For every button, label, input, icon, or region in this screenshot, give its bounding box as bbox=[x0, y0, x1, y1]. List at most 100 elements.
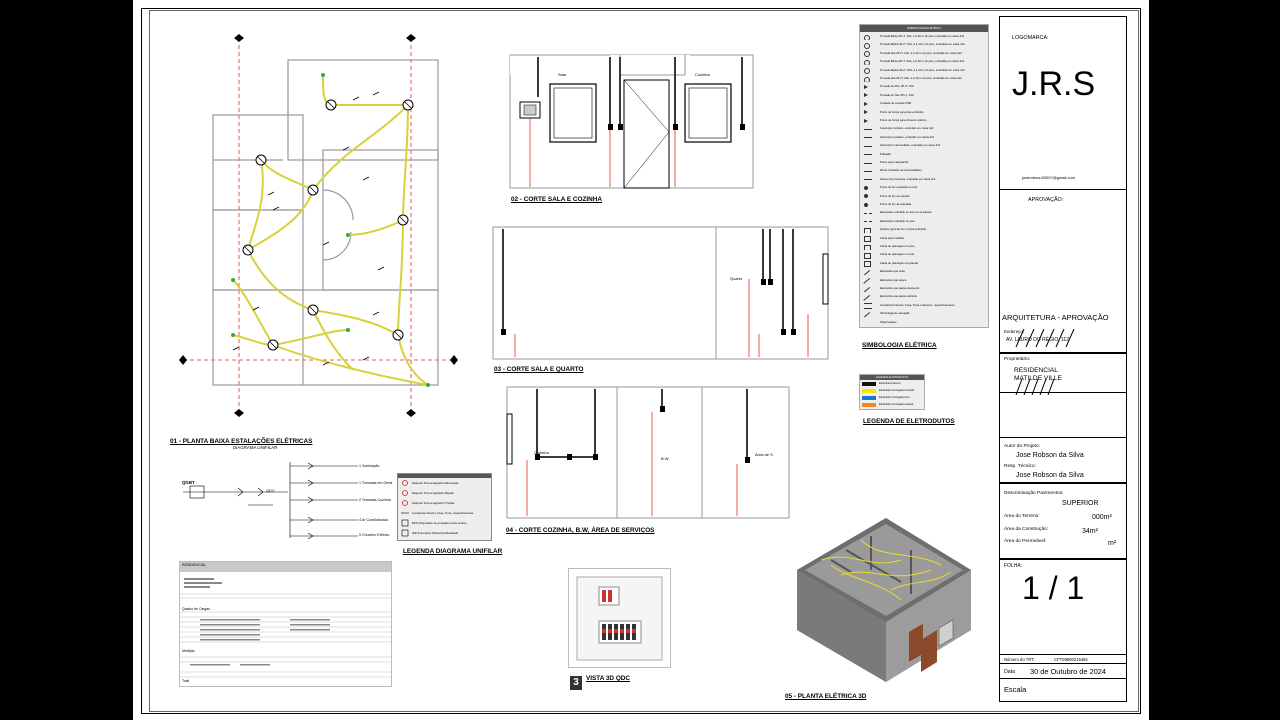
symbology-item-label: Dimer (Variador de luminosidade) bbox=[880, 168, 922, 173]
symbology-item-label: Tomada Baixa 2P+T, 10A, a 0,30 m do piso… bbox=[880, 34, 965, 38]
summary-grid bbox=[180, 578, 391, 678]
symbology-item: Eletroduto que desce bbox=[860, 277, 990, 284]
diagram-legend-item: Disjuntor Termomagnético Monopolar bbox=[412, 481, 459, 485]
symbol-icon bbox=[864, 93, 868, 98]
symbol-icon bbox=[864, 118, 868, 123]
symbol-icon bbox=[864, 101, 868, 106]
land-label: Área do Terreno: bbox=[1004, 514, 1040, 519]
symbol-icon bbox=[864, 68, 870, 74]
symbol-icon bbox=[864, 303, 872, 309]
symbology-item: Interruptor paralelo, embutido em caixa … bbox=[860, 134, 990, 141]
diagram-legend-item: Condutores Neutro, Fase, Terra, respecti… bbox=[412, 511, 474, 515]
address-label: Endereço: bbox=[1004, 329, 1025, 334]
symbol-icon bbox=[864, 202, 868, 207]
symbology-item: Caixa para medidor bbox=[860, 235, 990, 242]
symbol-icon bbox=[864, 170, 872, 175]
symbology-item: Ponto de luz de arandela bbox=[860, 201, 990, 208]
symbol-icon bbox=[864, 261, 871, 267]
symbology-item-label: Tomada de Piso 2P+T, 10A bbox=[880, 84, 914, 89]
symbology-item-label: Interruptor intermediário, embutido em c… bbox=[880, 143, 941, 148]
symbol-icon bbox=[864, 185, 868, 190]
symbology-item-label: Eletroduto que passa descendo bbox=[880, 286, 920, 290]
symbol-icon bbox=[864, 236, 871, 242]
symbol-icon bbox=[864, 51, 870, 57]
author-value: Jose Robson da Silva bbox=[1016, 452, 1084, 459]
symbology-item: Caixa de passagem na parede bbox=[860, 260, 990, 267]
symbology-item-label: Caixa para medidor bbox=[880, 235, 905, 240]
conduit-item: Eletroduto Corrugado Amarelo bbox=[860, 388, 924, 394]
conduit-swatch bbox=[862, 396, 876, 400]
section-02-room-b: Cozinha bbox=[695, 72, 710, 77]
author-label: Autor do Projeto: bbox=[1004, 444, 1040, 449]
section-04-room-a: Cozinha bbox=[534, 450, 549, 455]
symbol-icon bbox=[864, 128, 872, 133]
summary-total: Total bbox=[182, 679, 190, 683]
symbol-icon bbox=[864, 221, 872, 225]
symbology-item-label: Eletroduto que desce bbox=[880, 277, 907, 282]
section-03-title: 03 - CORTE SALA E QUARTO bbox=[494, 366, 584, 373]
symbology-item-label: Interruptor paralelo, embutido em caixa … bbox=[880, 134, 934, 139]
symbology-item-label: Ponto de luz de arandela bbox=[880, 202, 912, 206]
plan-3d-title: 05 - PLANTA ELÉTRICA 3D bbox=[785, 693, 867, 700]
symbol-icon bbox=[864, 59, 870, 66]
summary-meter-section: Medição bbox=[182, 649, 195, 653]
drawing-sheet: 01 - PLANTA BAIXA ESTALAÇÕES ELÉTRICAS S… bbox=[133, 0, 1149, 720]
floor-box bbox=[999, 483, 1127, 559]
sheet-value: 1 / 1 bbox=[1022, 570, 1085, 606]
symbology-item-label: Tomada Alta 2P+T, 20A, a 2,10 m do piso,… bbox=[880, 76, 962, 80]
symbology-item: Caixa de passagem no teto bbox=[860, 251, 990, 259]
symbol-icon bbox=[864, 252, 871, 259]
diagram-legend-item: IDR (Interruptor Diferencial Residual) bbox=[412, 531, 459, 535]
symbology-item: Ponto de luz embutido no teto bbox=[860, 184, 990, 191]
symbology-item: Tomada Média 2P+T, 20A, a 1,10 m do piso… bbox=[860, 67, 990, 74]
symbol-icon bbox=[864, 137, 872, 141]
floor-label: Descriminação Pavimentos: bbox=[1004, 491, 1064, 496]
diagram-legend-caption: LEGENDA DIAGRAMA UNIFILAR bbox=[403, 548, 503, 555]
plan-3d-view bbox=[797, 518, 971, 682]
symbology-item: Tomada Baixa 2P+T, 10A, a 0,30 m do piso… bbox=[860, 33, 990, 41]
symbol-icon bbox=[864, 162, 872, 167]
trt-label: Número do TRT: bbox=[1004, 657, 1035, 662]
symbology-item-label: Eletroduto que sobe bbox=[880, 269, 906, 274]
symbology-item-label: Ponto de Força para chuveiro elétrico bbox=[880, 118, 927, 122]
symbology-item-label: Eletroduto embutido no piso bbox=[880, 218, 915, 223]
symbology-item-label: Ponto de luz em parede bbox=[880, 193, 910, 198]
symbology-item-label: Simbologia de elevação bbox=[880, 311, 910, 316]
sheet-border-inner bbox=[149, 10, 1139, 712]
symbology-item-label: Caixa de passagem na parede bbox=[880, 260, 919, 265]
symbol-icon bbox=[863, 278, 873, 284]
symbology-list: Tomada Baixa 2P+T, 10A, a 0,30 m do piso… bbox=[860, 33, 988, 327]
sheet-label: FOLHA: bbox=[1004, 563, 1023, 569]
symbology-item-label: Tomada Baixa 2P+T, 20A, a 0,30 m do piso… bbox=[880, 59, 965, 64]
qdc-3d-view bbox=[568, 568, 671, 668]
floor-plan bbox=[179, 34, 458, 417]
built-value: 34m² bbox=[1082, 528, 1098, 535]
owner-value: RESIDENCIAL MATILDE VILLE bbox=[1014, 367, 1062, 382]
symbology-item-label: Eletroduto embutido no teto ou na parede bbox=[880, 210, 932, 215]
plan-title: 01 - PLANTA BAIXA ESTALAÇÕES ELÉTRICAS bbox=[170, 438, 313, 445]
symbology-item-label: Interruptor simples, embutido em caixa 4… bbox=[880, 126, 934, 131]
section-04 bbox=[506, 386, 790, 519]
symbology-item: Ponto para campainha bbox=[860, 159, 990, 166]
section-02-room-a: Sala bbox=[558, 72, 567, 77]
symbol-icon bbox=[864, 227, 871, 234]
approval-box bbox=[999, 189, 1127, 353]
conduit-swatch bbox=[862, 389, 876, 393]
diagram-legend-item: Disjuntor Termomagnético Tripolar bbox=[412, 501, 455, 505]
diagram-qgbt: QGBT bbox=[182, 480, 195, 485]
summary-load-section: Quadro de Cargas bbox=[182, 607, 210, 611]
symbology-item: Eletroduto que passa descendo bbox=[860, 285, 990, 293]
symbology-header: SIMBOLOGIA ELÉTRICA bbox=[860, 25, 988, 32]
symbol-icon bbox=[864, 84, 868, 89]
section-04-room-b: B.W. bbox=[661, 456, 670, 461]
symbology-item: Tomada Baixa 2P+T, 20A, a 0,30 m do piso… bbox=[860, 58, 990, 66]
symbology-item: Pulsador bbox=[860, 151, 990, 158]
symbology-item: Ponto de Força para piso embutido bbox=[860, 109, 990, 116]
symbology-item-label: Ponto de luz embutido no teto bbox=[880, 185, 918, 190]
section-03 bbox=[492, 226, 829, 360]
summary-header: RESIDENCIAL bbox=[182, 563, 206, 567]
diagram-legend-icons bbox=[401, 480, 409, 537]
single-line-diagram bbox=[183, 462, 358, 540]
